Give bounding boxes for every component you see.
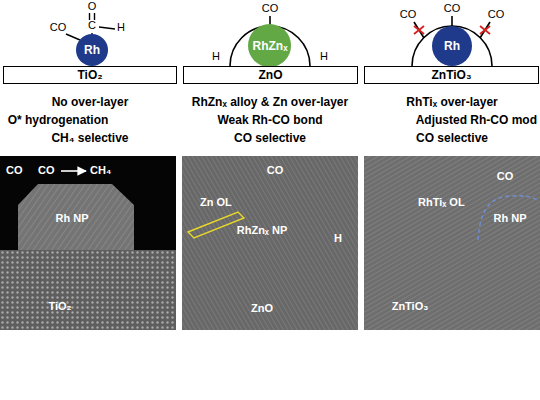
atom-label: H [320,50,328,63]
metal-particle: Rh [432,26,472,66]
adsorbate-label: CO [444,2,461,15]
adsorbate-label: CO [262,2,279,15]
atom-label: H [212,50,220,63]
node-text: Rh [84,43,100,57]
node-text: ZnO [259,68,283,82]
image-label: CO [38,164,55,177]
image-label: CO [6,164,23,177]
image-label: RhTiₓ OL [418,196,465,209]
support-layer: ZnO [183,66,358,84]
adsorbate-label: CO [50,21,67,34]
finding-text: RhTiₓ over-layer [406,96,498,110]
image-label: Zn OL [200,196,232,209]
support-layer: TiO₂ [3,66,177,84]
finding-text: Adjusted Rh-CO mod [416,114,537,128]
image-label: TiO₂ [48,300,71,313]
image-label: CO [497,170,514,183]
metal-particle: Rh [76,34,108,66]
finding-text: Weak Rh-CO bond [217,114,322,128]
finding-text: O* hydrogenation [8,114,109,128]
image-label: ZnO [251,302,273,315]
alloy-particle: RhZnₓ [248,24,291,67]
node-text: Rh [444,39,460,53]
atom-label: C [88,19,96,32]
finding-text: RhZnₓ alloy & Zn over-layer [192,96,348,110]
support-layer: ZnTiO₃ [364,66,539,84]
node-text: RhZnₓ [252,39,287,53]
image-label: CO [267,164,284,177]
finding-text: CH₄ selective [51,132,128,146]
micrograph [0,156,176,330]
micrograph [364,156,540,330]
node-text: TiO₂ [77,68,102,82]
finding-text: CO selective [234,132,306,146]
image-label: CH₄ [90,164,111,177]
micrograph [182,156,358,330]
atom-label: H [117,21,125,34]
adsorbate-label: CO [400,8,417,21]
image-label: ZnTiO₃ [392,300,429,313]
image-label: RhZnₓ NP [237,224,287,237]
finding-text: No over-layer [52,96,129,110]
finding-text: CO selective [416,132,488,146]
image-label: Rh NP [494,212,527,225]
image-label: H [334,232,342,245]
node-text: ZnTiO₃ [432,68,472,82]
adsorbate-label: CO [488,8,505,21]
rhtix-overlayer [412,16,492,66]
image-label: Rh NP [56,212,89,225]
atom-label: O [88,0,97,13]
